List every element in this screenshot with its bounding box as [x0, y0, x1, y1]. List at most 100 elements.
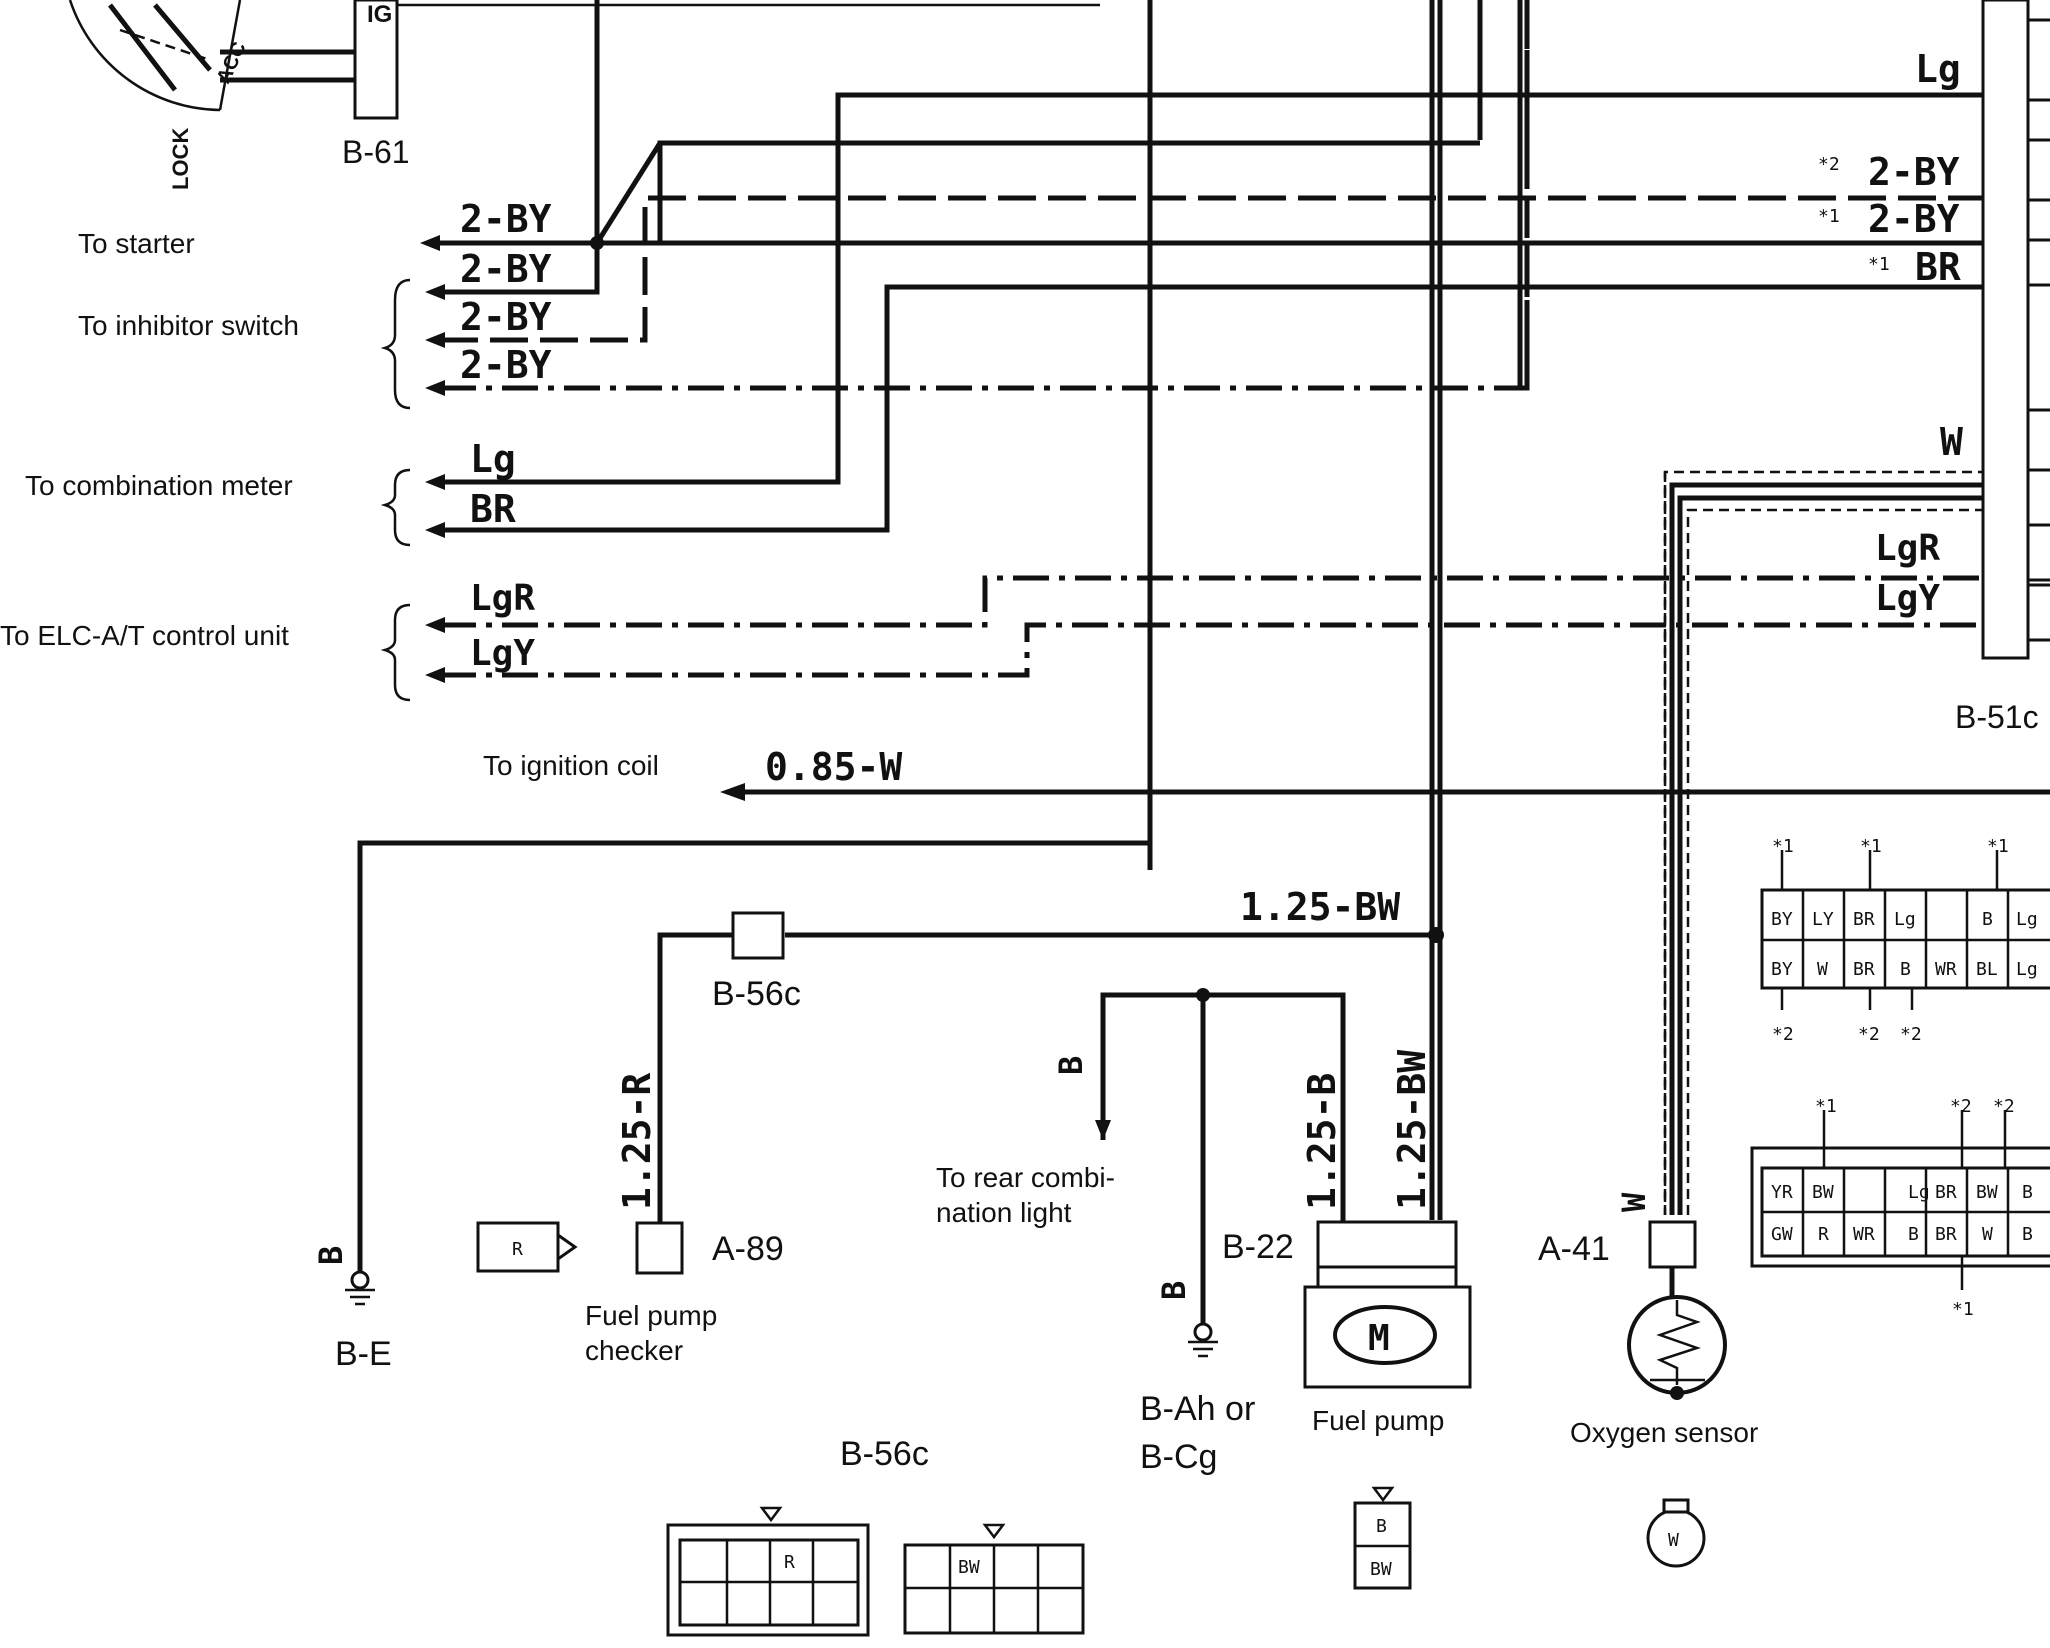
t1-r1-c4: Lg	[1894, 909, 1916, 930]
wire-elc-lgr: LgR	[470, 578, 535, 619]
checker-label-2: checker	[585, 1335, 683, 1366]
connector-b56c-lower-label: B-56c	[840, 1435, 929, 1473]
connector-b22-label: B-22	[1222, 1228, 1294, 1266]
t1-r1-c3: BR	[1853, 909, 1875, 930]
motor-symbol: M	[1368, 1318, 1390, 1359]
dest-combination-meter: To combination meter	[25, 470, 293, 501]
wire-pump-feed: 1.25-BW	[1240, 885, 1400, 929]
t1-r2-c7: Lg	[2016, 959, 2038, 980]
ground-be-label: B-E	[335, 1335, 392, 1373]
t1-bnote-1: *2	[1772, 1024, 1794, 1045]
oxygen-sensor-a41: W A-41 Oxygen sensor	[1538, 1192, 1758, 1448]
wire-inhibitor-1: 2-BY	[460, 247, 552, 291]
t1-r1-c7: Lg	[2016, 909, 2038, 930]
t1-r2-c5: WR	[1935, 959, 1957, 980]
t1-note-1: *1	[1772, 836, 1794, 857]
face-b56c-r: R	[784, 1552, 795, 1573]
face-pump-b: B	[1376, 1516, 1387, 1537]
t2-r2-c3: WR	[1853, 1224, 1875, 1245]
t2-note-3: *2	[1993, 1096, 2015, 1117]
t2-r2-c6: W	[1982, 1224, 1993, 1245]
wire-pump-ground: 1.25-B	[1300, 1073, 1344, 1210]
dest-ignition-coil: To ignition coil	[483, 750, 659, 781]
sensor-wiring	[1663, 470, 1990, 1215]
wire-sensor-w: W	[1615, 1192, 1653, 1212]
face-sensor-w: W	[1668, 1530, 1679, 1551]
connector-b56c-upper-label: B-56c	[712, 975, 801, 1013]
connector-b51-label: B-51c	[1955, 699, 2039, 735]
connector-b61-body	[353, 0, 399, 120]
ignition-switch: IG LOCK ACC B-61	[68, 0, 1100, 190]
wire-meter-lg: Lg	[470, 437, 516, 481]
t2-r2-c7: B	[2022, 1224, 2033, 1245]
t2-note-2: *2	[1950, 1096, 1972, 1117]
destination-labels: To starter To inhibitor switch To combin…	[0, 228, 1115, 1228]
face-b56c-bw: BW	[958, 1557, 980, 1578]
t2-r2-c2: R	[1818, 1224, 1829, 1245]
right-label-2by-b: 2-BY	[1868, 197, 1960, 241]
right-label-lgy: LgY	[1875, 578, 1940, 619]
dest-rear-combi-2: nation light	[936, 1197, 1072, 1228]
t1-r2-c2: W	[1817, 959, 1828, 980]
ground-be: B B-E	[312, 1246, 392, 1373]
right-label-lg: Lg	[1915, 47, 1961, 91]
pin-table-1: *1 *1 *1 BY LY BR Lg B Lg BY W BR B WR B…	[1760, 836, 2050, 1045]
t2-r1-c4: Lg	[1908, 1182, 1930, 1203]
t2-r1-c2: BW	[1812, 1182, 1834, 1203]
t1-r2-c6: BL	[1976, 959, 1998, 980]
wire-checker: 1.25-R	[615, 1073, 659, 1210]
right-label-2by-a: 2-BY	[1868, 150, 1960, 194]
left-wiring	[357, 10, 2050, 1280]
wire-pump-power: 1.25-BW	[1390, 1050, 1434, 1210]
t1-r2-c4: B	[1900, 959, 1911, 980]
ig-terminal-label: IG	[367, 1, 392, 28]
wire-ground-b2: B	[1155, 1281, 1193, 1300]
t2-bnote-1: *1	[1952, 1299, 1974, 1320]
connector-a41-label: A-41	[1538, 1230, 1610, 1268]
dest-inhibitor: To inhibitor switch	[78, 310, 299, 341]
pin-table-2: *1 *2 *2 YR BW Lg BR BW B GW R WR B BR W…	[1750, 1096, 2050, 1320]
right-label-w: W	[1940, 420, 1963, 464]
lock-position-label: LOCK	[168, 128, 193, 190]
connector-b56c-body	[731, 911, 785, 960]
note-star1-b: *1	[1868, 254, 1890, 275]
wire-starter: 2-BY	[460, 197, 552, 241]
face-pump-bw: BW	[1370, 1559, 1392, 1580]
ground-bah-label-1: B-Ah or	[1140, 1390, 1255, 1428]
right-label-br: BR	[1915, 245, 1961, 289]
t2-r1-c5: BR	[1935, 1182, 1957, 1203]
dest-elc-at: To ELC-A/T control unit	[0, 620, 289, 651]
checker-pin-r: R	[512, 1239, 523, 1260]
dest-starter: To starter	[78, 228, 195, 259]
wire-elc-lgy: LgY	[470, 633, 535, 674]
wire-inhibitor-2: 2-BY	[460, 295, 552, 339]
t1-r2-c1: BY	[1771, 959, 1793, 980]
t1-r1-c6: B	[1982, 909, 1993, 930]
connector-a89-label: A-89	[712, 1230, 784, 1268]
t2-r1-c7: B	[2022, 1182, 2033, 1203]
wire-meter-br: BR	[470, 487, 516, 531]
connector-b61-label: B-61	[342, 134, 410, 170]
t1-bnote-3: *2	[1900, 1024, 1922, 1045]
checker-label-1: Fuel pump	[585, 1300, 717, 1331]
bottom-connector-faces: B-56c R BW B BW W	[666, 1435, 1706, 1637]
fuel-pump-b22: B B B-Ah or B-Cg 1.25-B 1.25-BW M B-22 F…	[1052, 988, 1472, 1476]
t2-r1-c1: YR	[1771, 1182, 1793, 1203]
wire-ground-b: B	[312, 1246, 350, 1265]
wire-inhibitor-3: 2-BY	[460, 343, 552, 387]
t2-note-1: *1	[1815, 1096, 1837, 1117]
fuel-pump-label: Fuel pump	[1312, 1405, 1444, 1436]
t1-r2-c3: BR	[1853, 959, 1875, 980]
right-wire-labels: Lg *2 2-BY *1 2-BY *1 BR W LgR LgY	[1818, 47, 1963, 619]
t2-r2-c1: GW	[1771, 1224, 1793, 1245]
wire-rear-b: B	[1052, 1056, 1090, 1075]
t1-note-3: *1	[1987, 836, 2009, 857]
ground-bah-label-2: B-Cg	[1140, 1438, 1217, 1476]
t2-r2-c4: B	[1908, 1224, 1919, 1245]
t1-bnote-2: *2	[1858, 1024, 1880, 1045]
connector-b51: B-51c	[1955, 0, 2050, 735]
oxygen-sensor-label: Oxygen sensor	[1570, 1417, 1758, 1448]
t1-r1-c1: BY	[1771, 909, 1793, 930]
note-star1-a: *1	[1818, 206, 1840, 227]
